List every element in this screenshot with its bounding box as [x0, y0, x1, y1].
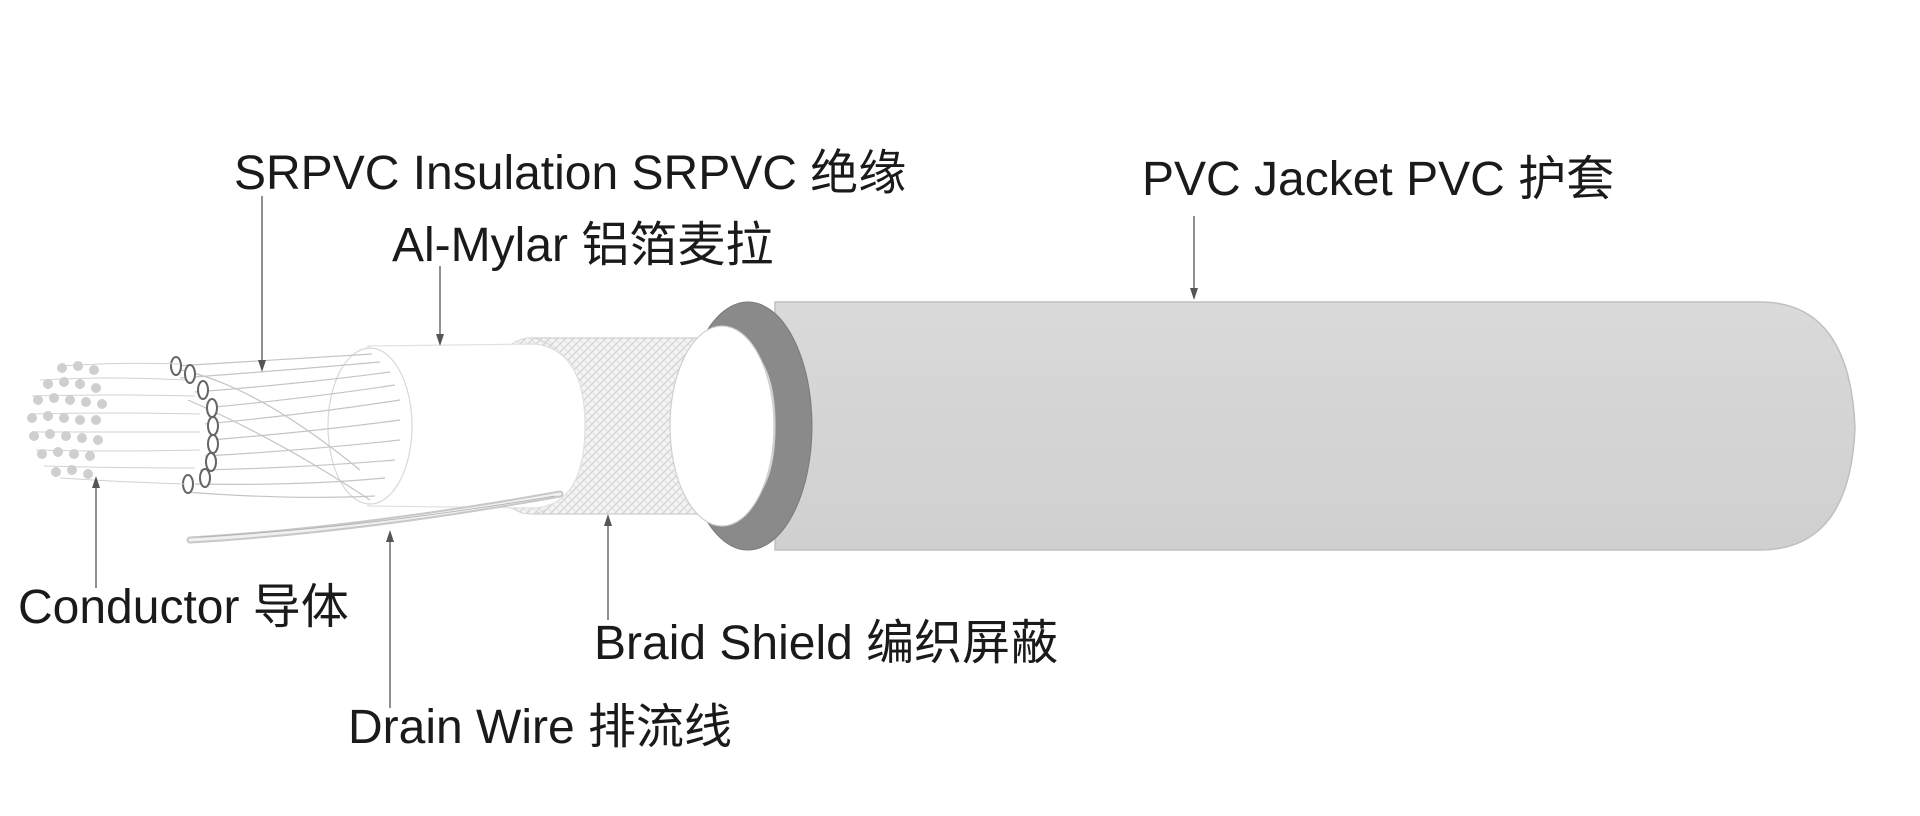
label-braid-shield: Braid Shield 编织屏蔽: [594, 617, 1059, 670]
conductor-strand-ends: [27, 361, 107, 479]
conductor-strands: [29, 362, 201, 485]
leader-lines: [95, 196, 1195, 708]
insulation-strand-ends: [170, 356, 219, 494]
label-al-mylar: Al-Mylar 铝箔麦拉: [392, 219, 774, 272]
label-insulation: SRPVC Insulation SRPVC 绝缘: [234, 147, 907, 200]
drain-wire: [186, 490, 564, 544]
al-mylar-foil: [327, 343, 586, 509]
label-drain-wire: Drain Wire 排流线: [348, 701, 733, 754]
leader-arrows: [92, 288, 1198, 542]
pvc-jacket: [683, 301, 1856, 551]
label-pvc-jacket: PVC Jacket PVC 护套: [1142, 153, 1615, 206]
braid-shield-end: [669, 325, 775, 527]
label-conductor: Conductor 导体: [18, 581, 349, 634]
